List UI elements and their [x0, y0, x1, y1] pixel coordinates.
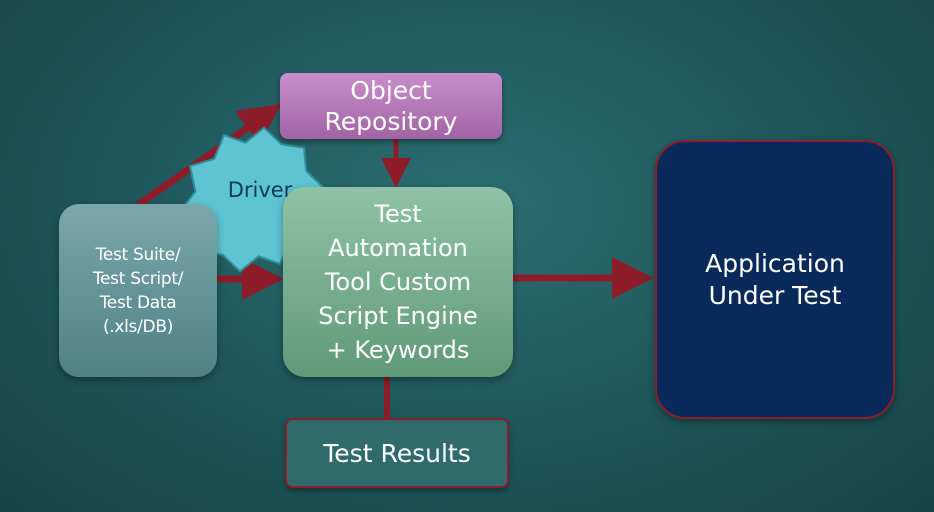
object-repository-label: Object Repository [324, 76, 458, 136]
application-under-test-box: Application Under Test [655, 140, 895, 419]
test-results-box: Test Results [285, 418, 509, 488]
driver-node: Driver [190, 128, 330, 252]
application-under-test-label: Application Under Test [705, 248, 845, 310]
test-suite-label: Test Suite/ Test Script/ Test Data (.xls… [92, 244, 184, 337]
arrow-suite-to-repository [135, 103, 282, 208]
test-results-label: Test Results [323, 438, 471, 468]
driver-label: Driver [227, 178, 293, 202]
script-engine-box: Test Automation Tool Custom Script Engin… [283, 187, 513, 377]
object-repository-box: Object Repository [280, 73, 502, 139]
test-suite-box: Test Suite/ Test Script/ Test Data (.xls… [59, 204, 217, 377]
script-engine-label: Test Automation Tool Custom Script Engin… [318, 200, 478, 364]
